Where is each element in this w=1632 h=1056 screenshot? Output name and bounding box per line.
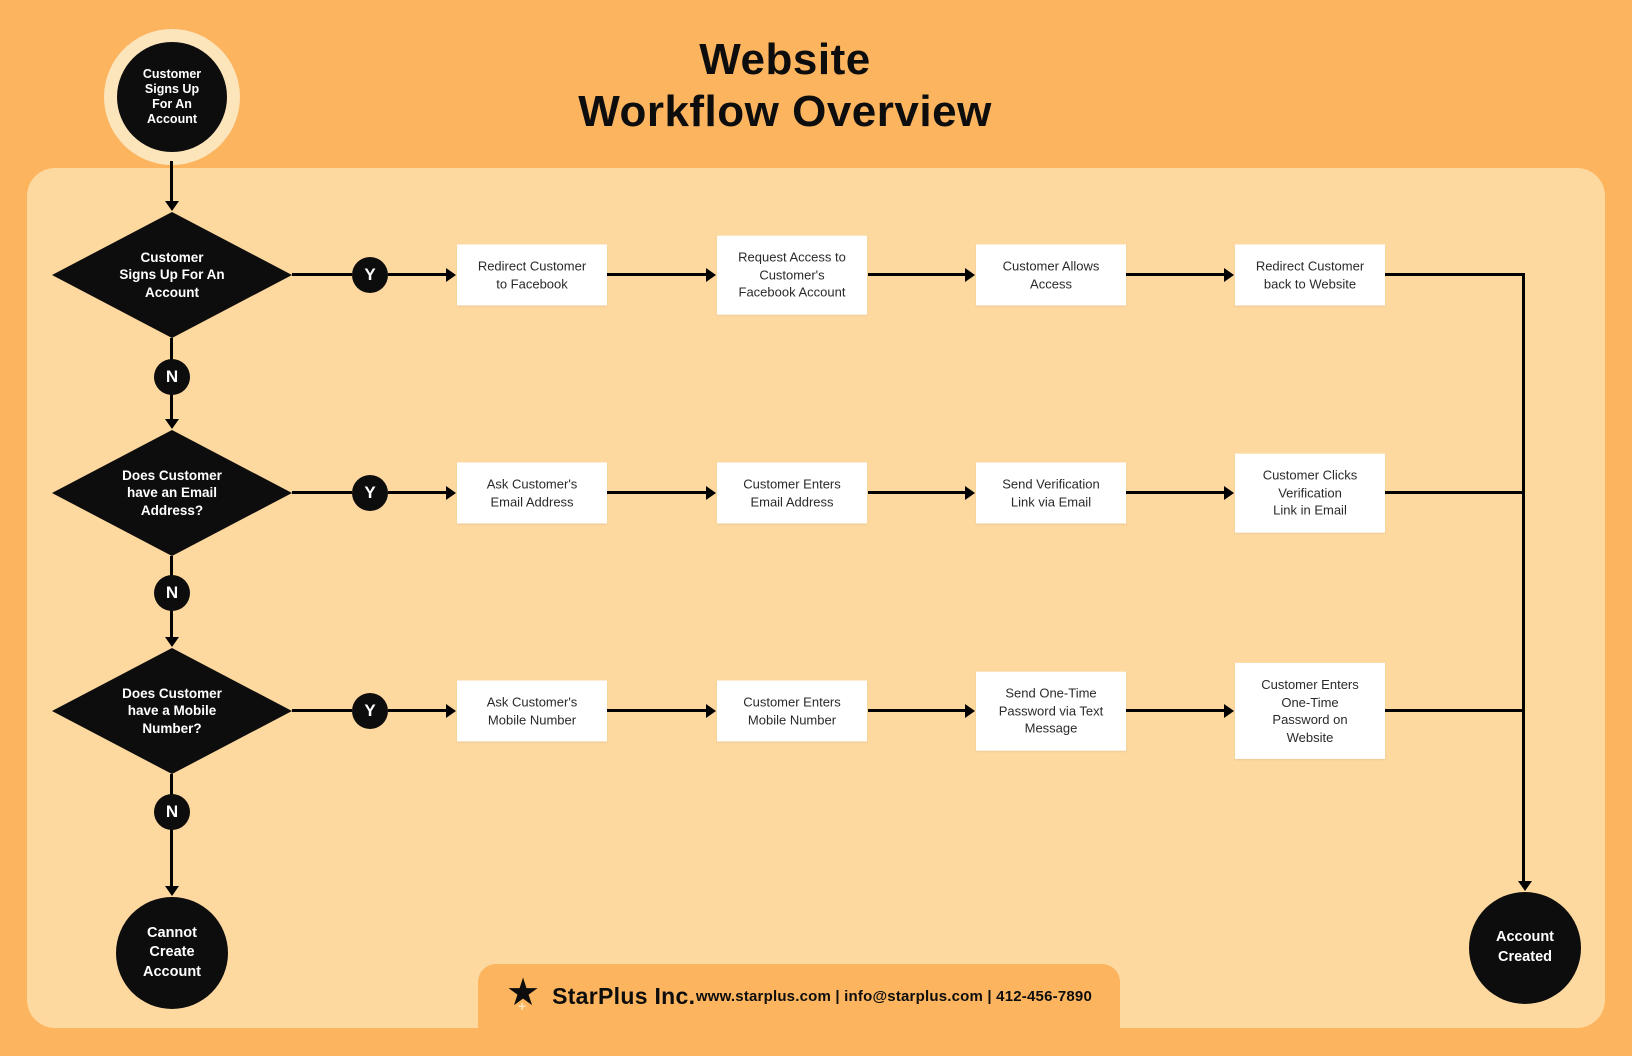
star-icon: [506, 974, 540, 1025]
connector-line: [170, 394, 173, 420]
arrowhead-down: [165, 886, 179, 896]
footer-contact-info: www.starplus.com | info@starplus.com | 4…: [695, 987, 1092, 1005]
arrowhead-down: [1518, 881, 1532, 891]
arrowhead-right: [446, 486, 456, 500]
connector-line: [607, 709, 707, 712]
yes-badge: Y: [352, 475, 388, 511]
arrowhead-right: [706, 486, 716, 500]
connector-line: [1522, 273, 1525, 881]
arrowhead-down: [165, 201, 179, 211]
title-line-2: Workflow Overview: [578, 86, 992, 136]
arrowhead-right: [965, 486, 975, 500]
connector-line: [170, 556, 173, 578]
step-click-verification: Customer Clicks Verification Link in Ema…: [1235, 453, 1385, 533]
connector-line: [1385, 491, 1523, 494]
connector-line: [868, 709, 967, 712]
connector-line: [388, 491, 447, 494]
company-name: StarPlus Inc.: [552, 982, 696, 1009]
footer-bar: StarPlus Inc. www.starplus.com | info@st…: [478, 964, 1120, 1028]
step-request-access: Request Access to Customer's Facebook Ac…: [717, 235, 867, 315]
step-enter-otp: Customer Enters One-Time Password on Web…: [1235, 662, 1385, 760]
connector-line: [1126, 491, 1226, 494]
connector-line: [1385, 709, 1523, 712]
arrowhead-down: [165, 637, 179, 647]
arrowhead-right: [706, 704, 716, 718]
connector-line: [170, 161, 173, 203]
step-ask-mobile: Ask Customer's Mobile Number: [457, 680, 607, 742]
start-node: Customer Signs Up For An Account: [117, 42, 227, 152]
arrowhead-right: [446, 268, 456, 282]
step-send-verification: Send Verification Link via Email: [976, 462, 1126, 524]
step-redirect-facebook: Redirect Customer to Facebook: [457, 244, 607, 306]
step-allow-access: Customer Allows Access: [976, 244, 1126, 306]
step-enter-email: Customer Enters Email Address: [717, 462, 867, 524]
connector-line: [292, 273, 352, 276]
page-title: Website Workflow Overview: [485, 34, 1085, 138]
connector-line: [607, 491, 707, 494]
arrowhead-right: [1224, 486, 1234, 500]
connector-line: [292, 491, 352, 494]
connector-line: [170, 774, 173, 796]
yes-badge: Y: [352, 693, 388, 729]
connector-line: [388, 709, 447, 712]
title-line-1: Website: [699, 35, 871, 84]
step-ask-email: Ask Customer's Email Address: [457, 462, 607, 524]
step-enter-mobile: Customer Enters Mobile Number: [717, 680, 867, 742]
no-badge: N: [154, 359, 190, 395]
arrowhead-right: [1224, 704, 1234, 718]
arrowhead-right: [446, 704, 456, 718]
connector-line: [292, 709, 352, 712]
connector-line: [1385, 273, 1525, 276]
arrowhead-right: [965, 268, 975, 282]
arrowhead-right: [706, 268, 716, 282]
connector-line: [388, 273, 447, 276]
arrowhead-right: [965, 704, 975, 718]
no-badge: N: [154, 794, 190, 830]
no-badge: N: [154, 575, 190, 611]
connector-line: [868, 491, 967, 494]
connector-line: [1126, 709, 1226, 712]
connector-line: [170, 829, 173, 887]
arrowhead-right: [1224, 268, 1234, 282]
connector-line: [868, 273, 967, 276]
arrowhead-down: [165, 419, 179, 429]
connector-line: [607, 273, 707, 276]
step-send-otp: Send One-Time Password via Text Message: [976, 671, 1126, 751]
end-node-cannot-create: Cannot Create Account: [116, 897, 228, 1009]
yes-badge: Y: [352, 257, 388, 293]
end-node-account-created: Account Created: [1469, 892, 1581, 1004]
connector-line: [170, 338, 173, 362]
connector-line: [1126, 273, 1226, 276]
step-redirect-back: Redirect Customer back to Website: [1235, 244, 1385, 306]
connector-line: [170, 610, 173, 638]
